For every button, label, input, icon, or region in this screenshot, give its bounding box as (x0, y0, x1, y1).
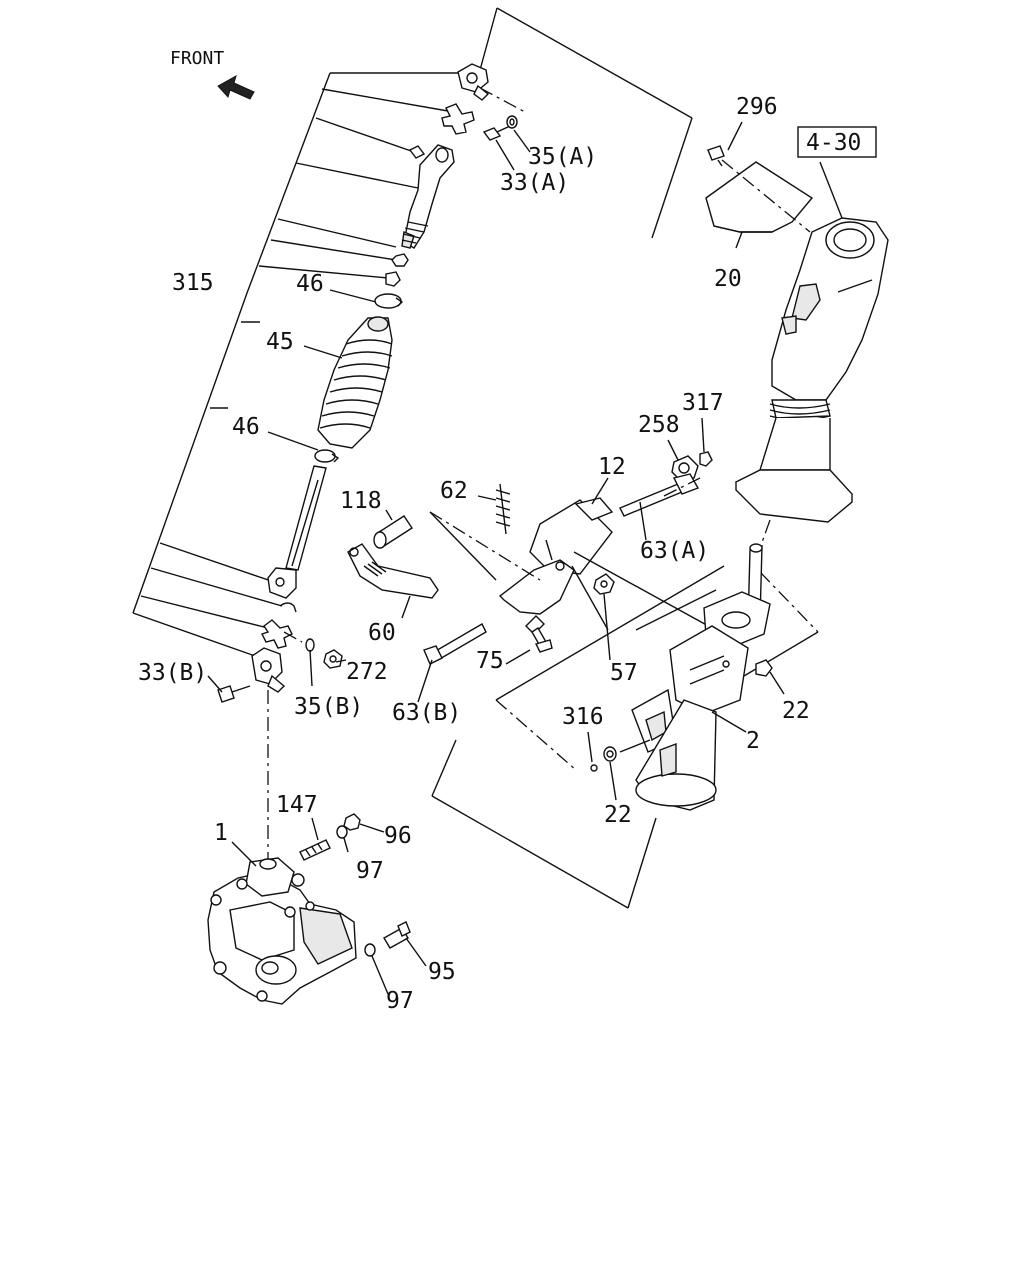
lever-boot (734, 399, 854, 523)
universal-joint-cross-upper (441, 103, 475, 135)
callout-97-lower: 97 (386, 988, 414, 1014)
callout-63b: 63(B) (392, 700, 461, 726)
boot-45 (317, 316, 393, 449)
bolt-63b (423, 623, 487, 665)
callout-46-upper: 46 (296, 271, 324, 297)
callout-20: 20 (714, 266, 742, 292)
callout-118: 118 (340, 488, 382, 514)
reference-box[interactable]: 4-30 (797, 126, 877, 158)
upper-shaft (401, 144, 455, 249)
callout-2: 2 (746, 728, 760, 754)
bolt-33a (482, 125, 511, 141)
callout-296: 296 (736, 94, 778, 120)
callout-96: 96 (384, 823, 412, 849)
dash-296 (721, 159, 811, 233)
callout-22-lower: 22 (604, 802, 632, 828)
clip-296 (707, 145, 725, 167)
callout-147: 147 (276, 792, 318, 818)
universal-joint-cross-lower (261, 619, 293, 649)
callout-75: 75 (476, 648, 504, 674)
leader-lines (207, 121, 785, 995)
lower-yoke (251, 647, 286, 693)
washer-35a (506, 115, 518, 129)
callout-45: 45 (266, 329, 294, 355)
washer-97-lower (364, 943, 376, 957)
clamp-46-lower (314, 449, 340, 463)
bracket-12 (498, 497, 614, 615)
ref-box-leader (819, 161, 843, 219)
callout-33b: 33(B) (138, 660, 207, 686)
callout-1: 1 (214, 820, 228, 846)
clamp-46-upper (374, 293, 404, 309)
callout-57: 57 (610, 660, 638, 686)
shift-lever-housing (771, 217, 889, 401)
callout-272: 272 (346, 659, 388, 685)
pin-316 (590, 764, 598, 772)
callout-315: 315 (172, 270, 214, 296)
callout-63a: 63(A) (640, 538, 709, 564)
washer-35b (305, 638, 315, 652)
callout-46-lower: 46 (232, 414, 260, 440)
dash-frame-middle (429, 511, 541, 581)
rod-cross (571, 551, 713, 631)
collar-118 (373, 515, 413, 549)
reference-box-label: 4-30 (806, 130, 861, 156)
nut-272 (323, 649, 343, 669)
callout-35a: 35(A) (528, 144, 597, 170)
shaft-bracket-lines (132, 72, 462, 658)
nut-96 (343, 813, 361, 831)
bolt-33b (217, 685, 251, 703)
nut-22-right (755, 659, 773, 677)
callout-12: 12 (598, 454, 626, 480)
nut-22-lower (603, 746, 617, 762)
washer-97-upper (336, 825, 348, 839)
front-arrow-icon (217, 74, 255, 100)
bolt-75 (525, 615, 553, 653)
nut-upper (385, 253, 409, 287)
gearbox-1 (207, 857, 357, 1005)
wire-clip (279, 602, 297, 613)
callout-22-right: 22 (782, 698, 810, 724)
bolt-95 (383, 921, 411, 949)
callout-60: 60 (368, 620, 396, 646)
cover-20 (705, 161, 814, 233)
callout-258: 258 (638, 412, 680, 438)
bolt-63a (619, 473, 700, 517)
dash-63a (663, 477, 701, 497)
stud-147 (299, 839, 331, 861)
callout-35b: 35(B) (294, 694, 363, 720)
nut-57 (593, 573, 615, 595)
callout-95: 95 (428, 959, 456, 985)
upper-boundary-lines (479, 7, 693, 239)
callout-316: 316 (562, 704, 604, 730)
callout-labels: 296 35(A) 33(A) 20 315 46 45 46 317 258 … (138, 94, 810, 1014)
upper-yoke (457, 63, 490, 101)
washer-258 (671, 455, 699, 481)
spring-62 (495, 483, 511, 535)
boot-lower (635, 699, 717, 811)
callout-317: 317 (682, 390, 724, 416)
callout-97-upper: 97 (356, 858, 384, 884)
small-bolt-upper (408, 145, 426, 159)
nut-317 (699, 451, 713, 467)
callout-62: 62 (440, 478, 468, 504)
callout-33a: 33(A) (500, 170, 569, 196)
leader-22-link (619, 739, 651, 753)
dash-35b (283, 631, 303, 643)
front-label: FRONT (170, 48, 224, 69)
lever-60 (347, 543, 439, 599)
dash-to-lever (759, 519, 771, 549)
lower-shaft (267, 465, 327, 599)
